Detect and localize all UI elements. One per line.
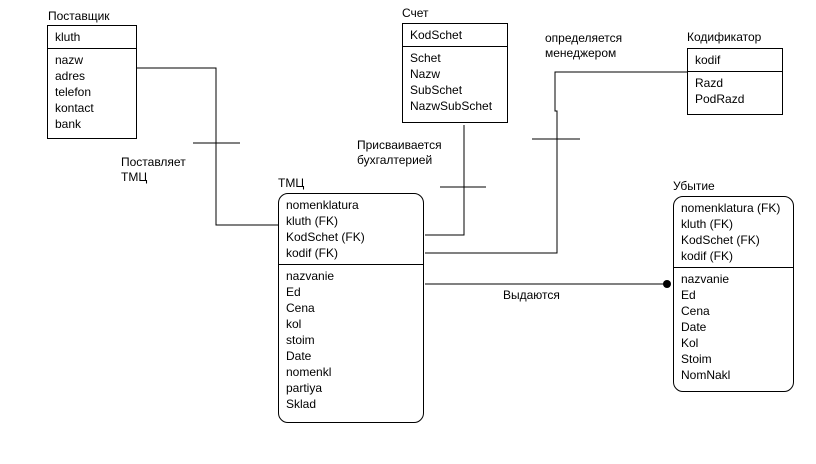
entity-disposal[interactable]: nomenklatura (FK) kluth (FK) KodSchet (F… (673, 196, 798, 396)
primary-key-section: nomenklatura kluth (FK) KodSchet (FK) ko… (279, 194, 423, 265)
attribute: bank (55, 117, 82, 131)
attribute: PodRazd (695, 92, 745, 106)
relationship-line-supplies (137, 67, 279, 226)
attribute: nazw (55, 53, 84, 67)
attribute: kol (286, 317, 302, 331)
relationship-label-supplies: Поставляет ТМЦ (121, 155, 186, 184)
relationship-line-codifier (425, 71, 687, 254)
attribute: partiya (286, 381, 323, 395)
attribute: Schet (410, 51, 441, 65)
primary-key-section: kodif (688, 49, 782, 72)
attribute: Date (681, 320, 707, 334)
attribute: SubSchet (410, 83, 463, 97)
attribute: Date (286, 349, 312, 363)
attribute: stoim (286, 333, 315, 347)
attribute: Ed (681, 288, 696, 302)
entity-codifier[interactable]: kodif Razd PodRazd (687, 48, 787, 119)
relationship-line-account (425, 125, 465, 236)
key-attribute: kluth (FK) (286, 214, 339, 228)
relationship-label-codifier: определяется менеджером (545, 31, 623, 60)
attribute: nomenkl (286, 365, 332, 379)
primary-key-section: kluth (48, 26, 136, 49)
entity-title-codifier: Кодификатор (687, 30, 762, 44)
attribute: telefon (55, 85, 92, 99)
entity-title-disposal: Убытие (673, 179, 715, 193)
key-attribute: KodSchet (FK) (681, 233, 760, 247)
entity-title-account: Счет (402, 6, 429, 20)
key-attribute: KodSchet (FK) (286, 230, 365, 244)
attribute: nazvanie (681, 272, 730, 286)
attribute: NazwSubSchet (410, 99, 493, 113)
primary-key-section: KodSchet (403, 24, 507, 47)
key-attribute: kluth (55, 30, 81, 44)
key-attribute: KodSchet (410, 28, 463, 42)
attribute: Stoim (681, 352, 712, 366)
attribute: nazvanie (286, 269, 335, 283)
attribute: Sklad (286, 397, 317, 411)
primary-key-section: nomenklatura (FK) kluth (FK) KodSchet (F… (674, 197, 793, 268)
entity-tmc[interactable]: nomenklatura kluth (FK) KodSchet (FK) ko… (278, 193, 428, 427)
key-attribute: nomenklatura (FK) (681, 201, 781, 215)
attribute: kontact (55, 101, 94, 115)
entity-title-supplier: Поставщик (48, 9, 110, 23)
many-dot-issued (663, 280, 671, 288)
attribute-section: Schet Nazw SubSchet NazwSubSchet (403, 47, 507, 117)
key-attribute: kodif (FK) (286, 246, 339, 260)
entity-account[interactable]: KodSchet Schet Nazw SubSchet NazwSubSche… (402, 23, 512, 127)
relationship-label-issued: Выдаются (503, 288, 560, 302)
key-attribute: nomenklatura (286, 198, 359, 212)
attribute: Cena (286, 301, 315, 315)
relationship-label-account: Присваивается бухгалтерией (357, 138, 442, 167)
attribute: adres (55, 69, 86, 83)
key-attribute: kodif (695, 53, 721, 67)
key-attribute: kluth (FK) (681, 217, 734, 231)
entity-supplier[interactable]: kluth nazw adres telefon kontact bank (47, 25, 141, 143)
attribute-section: nazvanie Ed Cena Date Kol Stoim NomNakl (674, 268, 793, 386)
attribute: Kol (681, 336, 699, 350)
key-attribute: kodif (FK) (681, 249, 734, 263)
entity-title-tmc: ТМЦ (278, 176, 305, 190)
attribute: Ed (286, 285, 301, 299)
attribute: Cena (681, 304, 710, 318)
attribute: Razd (695, 76, 724, 90)
attribute: Nazw (410, 67, 441, 81)
attribute-section: nazw adres telefon kontact bank (48, 49, 136, 135)
attribute: NomNakl (681, 368, 731, 382)
attribute-section: nazvanie Ed Cena kol stoim Date nomenkl … (279, 265, 423, 415)
attribute-section: Razd PodRazd (688, 72, 782, 110)
